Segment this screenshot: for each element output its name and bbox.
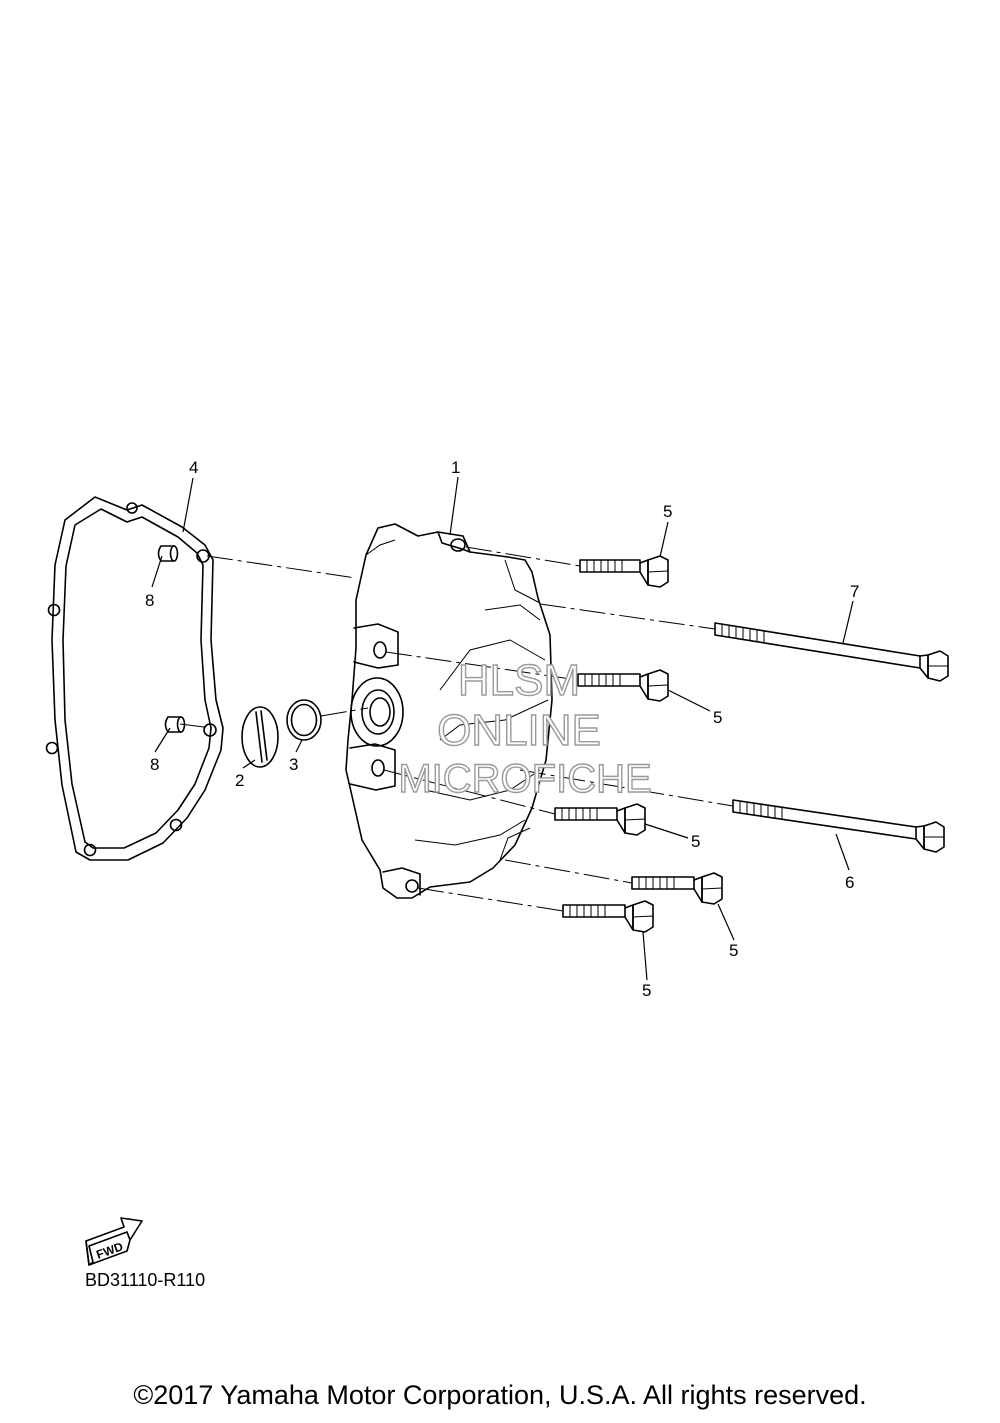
dowel-pin-lower[interactable]: [164, 716, 186, 733]
bolt-5-lower-right[interactable]: [631, 872, 723, 905]
callout-4: 4: [189, 458, 198, 477]
callout-8-lower: 8: [150, 755, 159, 774]
leader-lines: [151, 476, 854, 981]
fwd-arrow-icon: FWD: [85, 1217, 143, 1266]
bolt-5-top[interactable]: [579, 555, 669, 588]
watermark-line-3: MICROFICHE: [398, 757, 651, 801]
callout-5-lower-middle: 5: [691, 832, 700, 851]
callout-7: 7: [850, 582, 859, 601]
reference-code: BD31110-R110: [85, 1270, 206, 1290]
callout-3: 3: [289, 755, 298, 774]
filler-plug-part-2[interactable]: [241, 706, 279, 768]
o-ring-part-3[interactable]: [286, 699, 322, 741]
callout-8-upper: 8: [145, 591, 154, 610]
bolt-5-lower-middle[interactable]: [554, 803, 646, 836]
bolt-5-upper-middle[interactable]: [577, 669, 669, 702]
watermark: HLSM ONLINE MICROFICHE: [398, 655, 653, 801]
bolt-5-bottom[interactable]: [562, 900, 654, 933]
callout-1: 1: [451, 458, 460, 477]
long-bolt-part-6[interactable]: [732, 799, 945, 853]
alignment-lines: [179, 546, 734, 912]
watermark-line-1: HLSM: [458, 656, 580, 705]
watermark-line-2: ONLINE: [437, 706, 601, 755]
callout-2: 2: [235, 771, 244, 790]
callout-5-lower-right: 5: [729, 941, 738, 960]
dowel-pin-upper[interactable]: [157, 545, 179, 562]
callout-numbers: 1 4 8 8 2 3 5 7 5 5 6 5 5: [145, 458, 859, 1000]
callout-6: 6: [845, 873, 854, 892]
gasket-part-4[interactable]: [45, 496, 224, 861]
callout-5-bottom: 5: [642, 981, 651, 1000]
long-bolt-part-7[interactable]: [714, 622, 949, 682]
copyright-notice: ©2017 Yamaha Motor Corporation, U.S.A. A…: [133, 1380, 867, 1410]
crankcase-cover-part-1[interactable]: [345, 523, 553, 899]
callout-5-top: 5: [663, 502, 672, 521]
callout-5-upper-middle: 5: [713, 708, 722, 727]
